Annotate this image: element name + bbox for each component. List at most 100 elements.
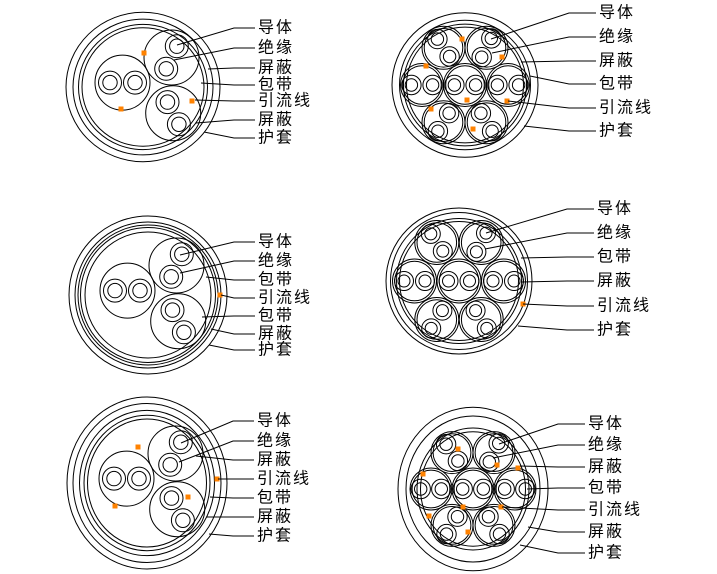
layer-ring-circle xyxy=(66,396,228,570)
leader-line xyxy=(491,36,596,54)
drain-wire-dot xyxy=(465,529,471,535)
conductor-circle xyxy=(451,454,465,468)
drain-wire-dot xyxy=(455,446,461,452)
drain-wire-dot xyxy=(214,476,220,482)
pair-group-circle xyxy=(145,85,202,142)
layer-label: 屏蔽 xyxy=(597,272,633,290)
pair-shield-circle xyxy=(394,260,435,302)
conductor-circle xyxy=(447,78,462,92)
layer-label: 导体 xyxy=(588,415,624,433)
layer-ring-circle xyxy=(72,18,214,156)
layer-label: 包带 xyxy=(599,75,635,93)
pair-shield-circle xyxy=(411,469,451,509)
insulation-circle xyxy=(483,271,503,291)
pair-shield-circle xyxy=(423,28,464,68)
layer-ring-circle xyxy=(403,23,527,147)
drain-wire-dot xyxy=(494,462,500,468)
conductor-circle xyxy=(431,124,445,138)
leader-line xyxy=(173,47,255,61)
leader-line xyxy=(529,75,596,85)
layer-ring-circle xyxy=(399,221,519,341)
drain-wire-dot xyxy=(189,98,195,104)
conductor-circle xyxy=(163,490,180,506)
conductor-circle xyxy=(132,282,148,299)
conductor-circle xyxy=(492,436,506,451)
layer-label: 绝缘 xyxy=(258,39,294,57)
layer-label: 包带 xyxy=(257,489,293,507)
pair-shield-circle xyxy=(416,222,458,263)
leader-line xyxy=(210,328,255,335)
leader-line xyxy=(520,256,594,259)
layer-label: 屏蔽 xyxy=(257,508,293,526)
leader-line xyxy=(208,344,255,351)
pair-shield-circle xyxy=(474,433,514,473)
leader-line xyxy=(220,294,255,299)
leader-line xyxy=(178,440,254,463)
conductor-circle xyxy=(463,274,476,288)
layer-ring-circle xyxy=(391,12,539,158)
pair-group-circle xyxy=(464,25,509,70)
conductor-circle xyxy=(430,32,445,46)
pair-group-circle xyxy=(400,63,444,107)
insulation-circle xyxy=(422,74,443,96)
conductor-circle xyxy=(479,226,493,240)
drain-wire-dot xyxy=(515,465,521,471)
pair-group-circle xyxy=(99,262,156,319)
drain-wire-dot xyxy=(426,513,432,519)
insulation-circle xyxy=(436,523,457,545)
insulation-circle xyxy=(473,478,494,500)
insulation-circle xyxy=(401,74,422,96)
leader-line xyxy=(519,465,585,468)
conductor-circle xyxy=(485,124,499,138)
leader-line xyxy=(520,60,596,63)
insulation-circle xyxy=(444,74,465,96)
drain-wire-dot xyxy=(423,63,429,69)
layer-ring-circle xyxy=(68,215,228,375)
layer-label: 引流线 xyxy=(597,297,651,315)
insulation-circle xyxy=(421,318,442,339)
leader-line xyxy=(517,325,594,331)
layer-ring-circle xyxy=(78,23,208,151)
insulation-circle xyxy=(466,241,487,262)
layer-ring-circle xyxy=(420,431,526,547)
layer-label: 包带 xyxy=(597,248,633,266)
pair-group-circle xyxy=(392,258,437,304)
layer-ring-circle xyxy=(72,403,222,563)
pair-group-circle xyxy=(458,297,504,342)
conductor-circle xyxy=(442,49,457,64)
insulation-circle xyxy=(431,478,452,500)
conductor-circle xyxy=(127,74,143,91)
layer-ring-circle xyxy=(396,218,522,344)
pair-shield-circle xyxy=(474,506,514,545)
drain-wire-dot xyxy=(420,471,426,477)
layer-label: 屏蔽 xyxy=(257,451,293,469)
insulation-circle xyxy=(169,242,194,267)
insulation-circle xyxy=(170,508,195,533)
insulation-circle xyxy=(494,478,515,500)
insulation-circle xyxy=(476,318,497,339)
pair-group-circle xyxy=(150,293,207,350)
insulation-circle xyxy=(476,223,496,244)
pair-group-circle xyxy=(98,450,155,507)
layer-label: 引流线 xyxy=(599,99,653,117)
drain-wire-dot xyxy=(504,98,510,104)
insulation-circle xyxy=(447,506,468,527)
pair-group-circle xyxy=(421,25,466,70)
pair-group-circle xyxy=(464,100,509,145)
leader-line xyxy=(527,526,585,533)
leader-line xyxy=(523,125,596,132)
leader-line xyxy=(208,533,254,537)
insulation-circle xyxy=(427,28,448,50)
layer-ring-circle xyxy=(79,409,215,557)
pair-shield-circle xyxy=(466,102,507,142)
layer-label: 屏蔽 xyxy=(599,52,635,70)
leader-line xyxy=(195,455,254,461)
insulation-circle xyxy=(159,264,184,289)
conductor-circle xyxy=(171,116,187,133)
drain-wire-dot xyxy=(460,504,466,510)
layer-ring-circle xyxy=(81,27,205,147)
leader-line xyxy=(200,82,255,86)
